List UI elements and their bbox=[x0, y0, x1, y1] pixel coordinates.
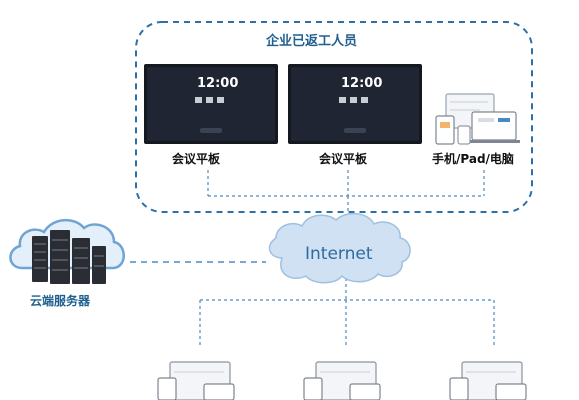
meeting-panel-1-screen bbox=[144, 64, 278, 144]
server-cloud-icon bbox=[9, 219, 125, 284]
panel-2-label: 会议平板 bbox=[319, 152, 368, 166]
group-frame bbox=[135, 21, 533, 213]
meeting-panel-2-screen bbox=[288, 64, 422, 144]
panel-1-label: 会议平板 bbox=[172, 152, 221, 166]
multi-device-icon-bottom-3 bbox=[449, 361, 527, 400]
panel-1-time: 12:00 bbox=[197, 76, 239, 91]
group-title: 企业已返工人员 bbox=[266, 34, 358, 49]
multi-device-icon-top bbox=[435, 93, 520, 145]
panel-2-time: 12:00 bbox=[341, 76, 383, 91]
mobile-label: 手机/Pad/电脑 bbox=[432, 152, 514, 166]
multi-device-icon-bottom-1 bbox=[157, 361, 235, 400]
server-label: 云端服务器 bbox=[30, 294, 91, 308]
multi-device-icon-bottom-2 bbox=[303, 361, 381, 400]
internet-cloud bbox=[268, 212, 411, 284]
bottom-connectors bbox=[199, 278, 495, 345]
internet-label: Internet bbox=[305, 244, 373, 264]
